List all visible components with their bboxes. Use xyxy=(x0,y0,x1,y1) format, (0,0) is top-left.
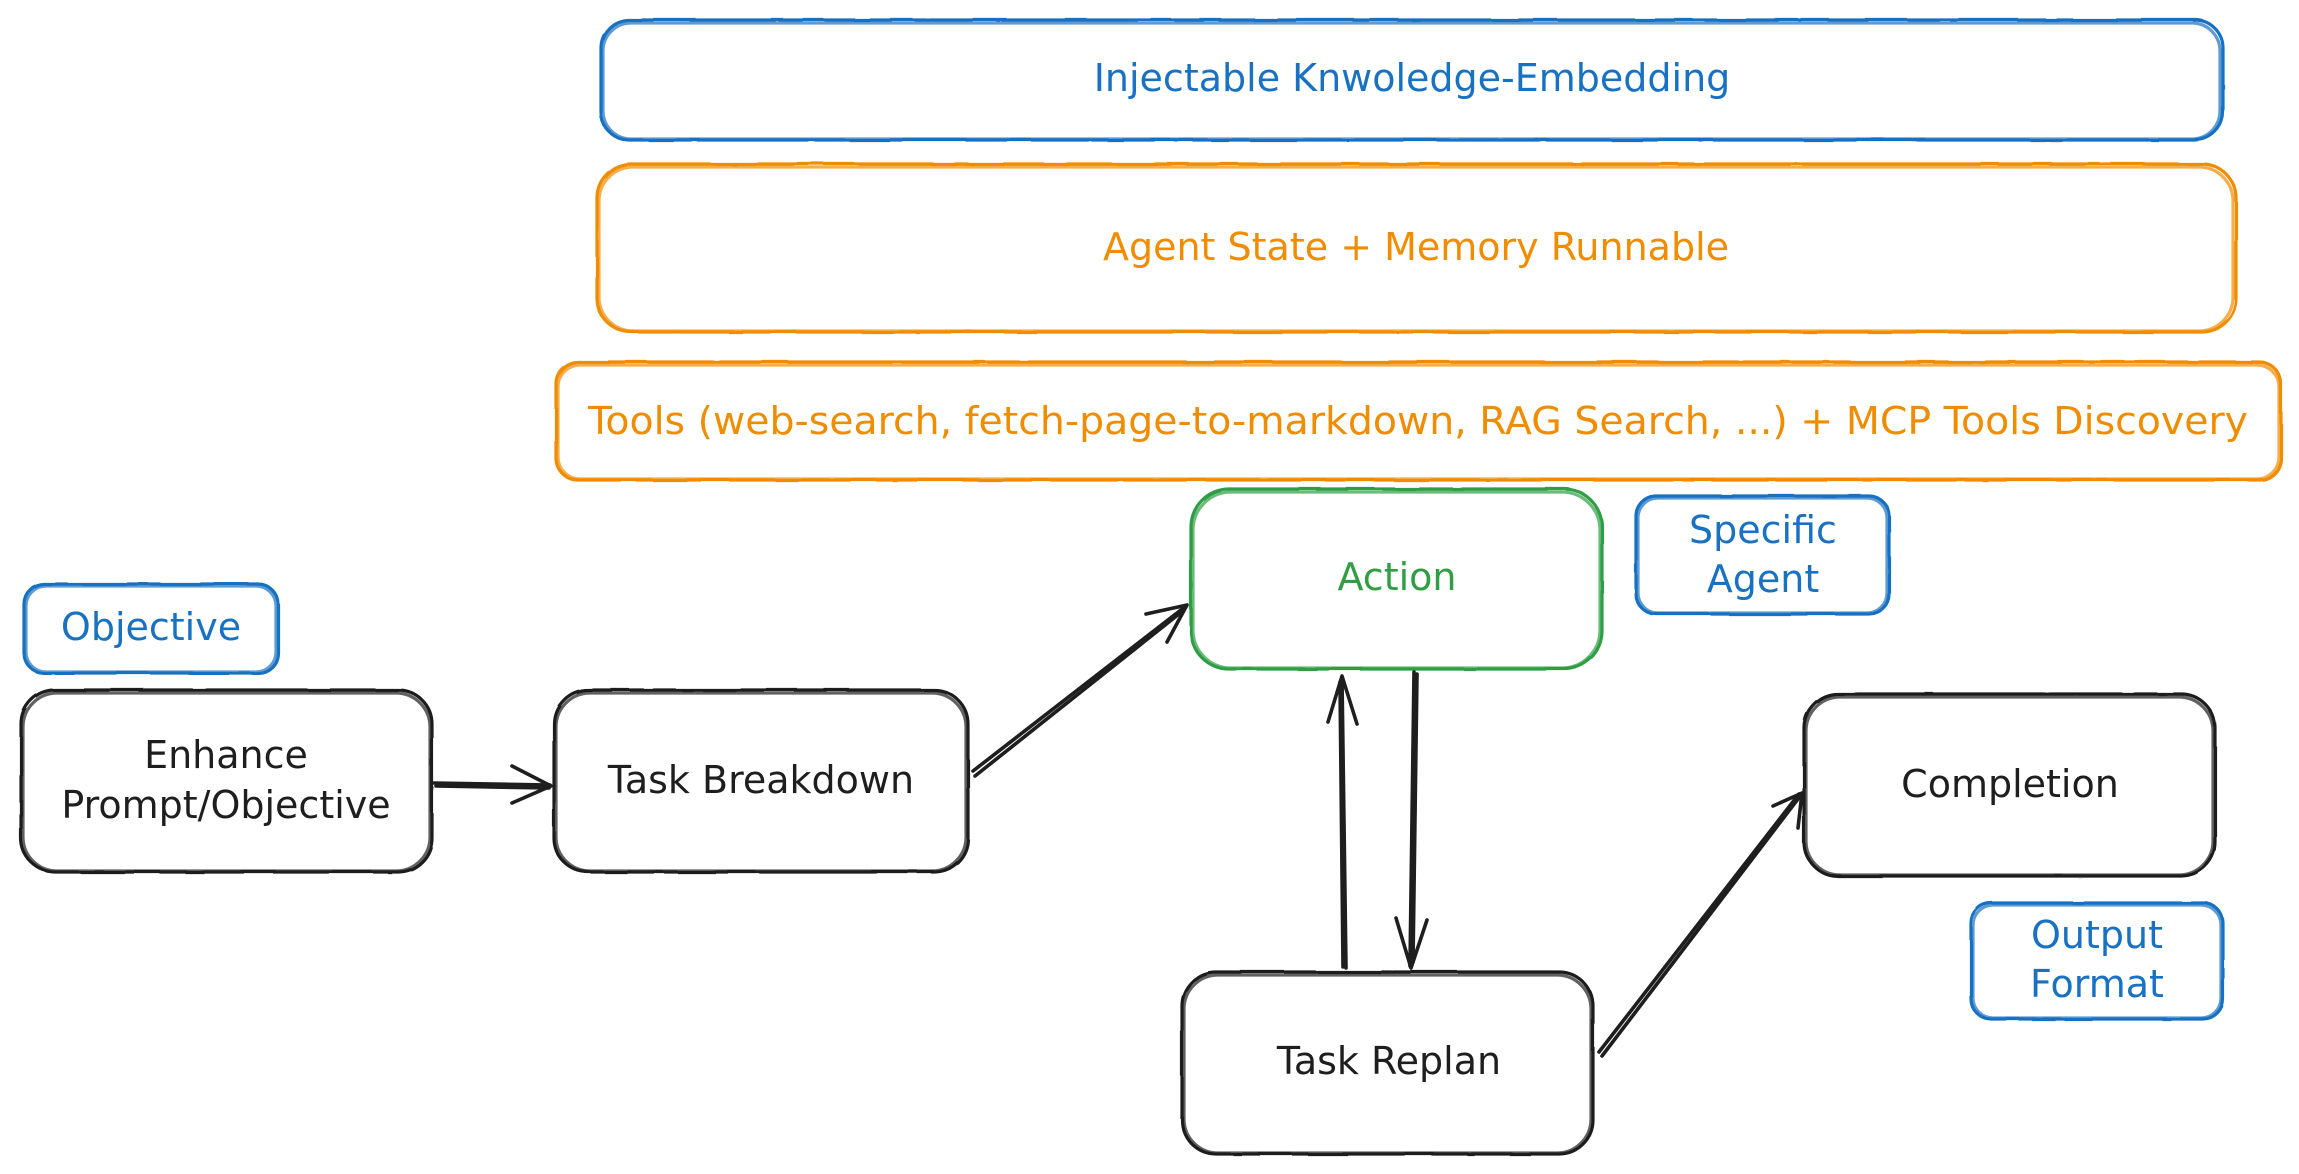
enhance-label-line1: Enhance xyxy=(144,733,308,777)
arrow-enhance-to-breakdown xyxy=(432,764,553,805)
task-breakdown-label: Task Breakdown xyxy=(607,758,914,802)
specific-agent-label-line2: Agent xyxy=(1707,557,1819,601)
task-breakdown-box: Task Breakdown xyxy=(552,688,970,874)
action-label: Action xyxy=(1337,555,1456,599)
knowledge-embedding-box: Injectable Knwoledge-Embedding xyxy=(599,18,2225,142)
specific-agent-box: Specific Agent xyxy=(1634,494,1891,616)
action-box: Action xyxy=(1189,487,1604,671)
completion-box: Completion xyxy=(1802,692,2217,878)
agent-state-box: Agent State + Memory Runnable xyxy=(595,162,2238,334)
arrow-replan-to-completion xyxy=(1597,791,1804,1058)
specific-agent-label-line1: Specific xyxy=(1689,508,1837,552)
output-format-label-line1: Output xyxy=(2031,913,2163,957)
output-format-label-line2: Format xyxy=(2030,962,2164,1006)
objective-label: Objective xyxy=(61,605,241,649)
agent-state-label: Agent State + Memory Runnable xyxy=(1103,225,1729,269)
enhance-prompt-box: Enhance Prompt/Objective xyxy=(19,688,434,874)
arrow-replan-to-action xyxy=(1326,674,1359,970)
arrow-action-to-replan xyxy=(1394,670,1429,970)
tools-label: Tools (web-search, fetch-page-to-markdow… xyxy=(587,399,2248,443)
objective-box: Objective xyxy=(22,582,280,675)
arrow-breakdown-to-action xyxy=(971,603,1189,778)
tools-box: Tools (web-search, fetch-page-to-markdow… xyxy=(554,360,2283,482)
enhance-label-line2: Prompt/Objective xyxy=(61,783,390,827)
knowledge-embedding-label: Injectable Knwoledge-Embedding xyxy=(1094,56,1731,100)
output-format-box: Output Format xyxy=(1969,901,2225,1021)
task-replan-box: Task Replan xyxy=(1180,970,1595,1156)
task-replan-label: Task Replan xyxy=(1276,1039,1501,1083)
completion-label: Completion xyxy=(1901,762,2119,806)
